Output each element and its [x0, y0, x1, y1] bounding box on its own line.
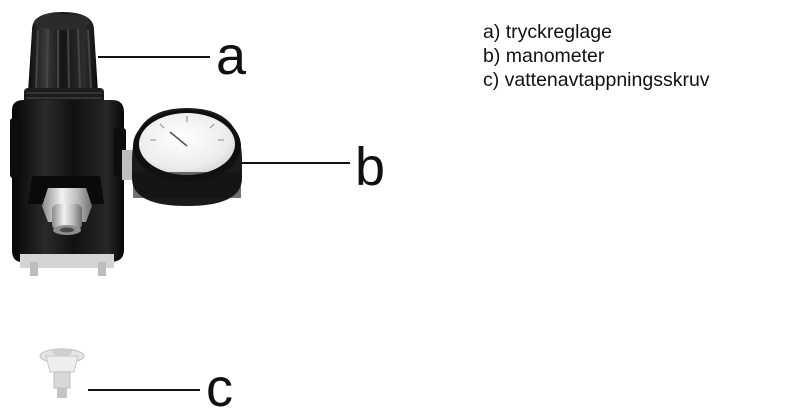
callout-b: b: [355, 137, 385, 197]
pressure-knob: [28, 12, 98, 92]
gauge-needle: [169, 131, 188, 147]
drain-screw: [39, 348, 85, 398]
legend-item-c: c) vattenavtappningsskruv: [483, 69, 710, 91]
regulator: [10, 12, 136, 276]
regulator-base: [20, 254, 114, 268]
pressure-gauge: [132, 108, 242, 206]
callout-c: c: [206, 358, 233, 412]
callout-a: a: [216, 26, 247, 86]
gauge-face: [139, 113, 235, 175]
outlet-fitting: [42, 188, 92, 235]
legend-item-a: a) tryckreglage: [483, 21, 612, 43]
parts-legend: a) tryckreglage b) manometer c) vattenav…: [483, 20, 710, 92]
legend-item-b: b) manometer: [483, 45, 605, 67]
